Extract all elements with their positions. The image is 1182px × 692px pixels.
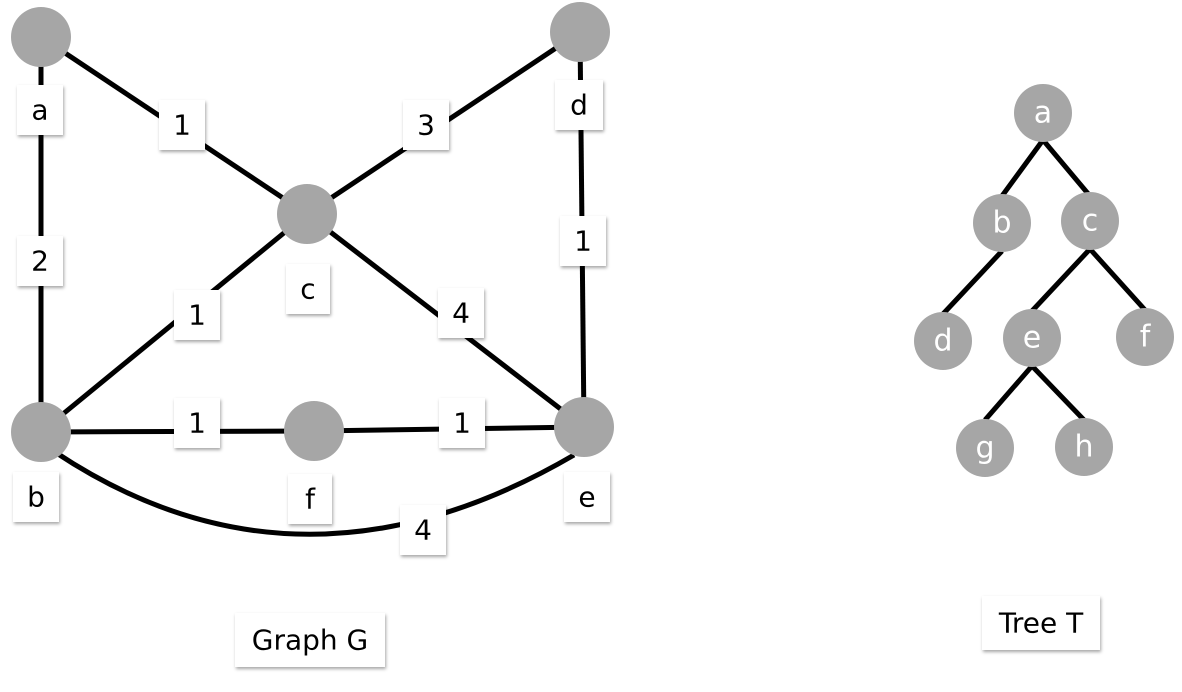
graph-node-f [284, 401, 344, 461]
node-label-c-text: c [300, 273, 315, 306]
tree-node-e: e [1003, 309, 1061, 367]
tree-node-h-label: h [1074, 430, 1093, 465]
node-label-e-text: e [578, 481, 595, 514]
tree-edge-a-b [999, 138, 1046, 198]
tree-node-a: a [1014, 84, 1072, 142]
tree-edge-a-c [1041, 138, 1092, 198]
tree-node-b-label: b [992, 206, 1011, 241]
tree-caption: Tree T [982, 596, 1100, 650]
graph-edge-b-e [53, 449, 576, 537]
edge-weight-d-e: 1 [560, 216, 606, 266]
graph-node-d [550, 2, 610, 62]
edge-weight-f-e: 1 [439, 398, 485, 448]
tree-edge-c-f [1088, 247, 1147, 312]
edge-weight-b-f-text: 1 [188, 407, 206, 440]
tree-node-d-label: d [933, 324, 952, 359]
node-label-d-text: d [570, 89, 588, 122]
tree-node-c: c [1061, 192, 1119, 250]
tree-edge-e-h [1030, 364, 1086, 422]
graph-node-e [554, 397, 614, 457]
tree-node-a-label: a [1034, 96, 1052, 131]
node-label-a: a [17, 85, 63, 135]
edge-weight-b-e-text: 4 [414, 514, 432, 547]
edge-weight-d-e-text: 1 [574, 225, 592, 258]
graph-g: 2 1 3 1 1 4 1 1 [11, 2, 614, 667]
node-label-e: e [564, 472, 610, 522]
graph-caption: Graph G [235, 613, 385, 667]
tree-node-c-label: c [1082, 204, 1099, 239]
node-label-a-text: a [31, 94, 48, 127]
tree-caption-text: Tree T [998, 607, 1084, 640]
tree-node-e-label: e [1023, 321, 1041, 356]
tree-node-d: d [914, 312, 972, 370]
node-label-c: c [286, 264, 330, 314]
graph-node-c [277, 184, 337, 244]
tree-t: a b c d e f g h [914, 84, 1174, 650]
edge-weight-b-f: 1 [174, 398, 220, 448]
graph-node-a [11, 7, 71, 67]
tree-node-g: g [956, 419, 1014, 477]
edge-weight-a-c-text: 1 [173, 109, 191, 142]
tree-edge-b-d [941, 249, 1004, 316]
tree-edge-e-g [983, 364, 1034, 422]
edge-weight-c-b: 1 [174, 290, 220, 340]
tree-node-f-label: f [1140, 320, 1152, 355]
tree-node-f: f [1116, 308, 1174, 366]
graph-caption-text: Graph G [252, 624, 368, 657]
edge-weight-c-e-text: 4 [452, 297, 470, 330]
node-label-b: b [13, 472, 59, 522]
edge-weight-a-c: 1 [159, 100, 205, 150]
edge-weight-d-c-text: 3 [417, 109, 435, 142]
tree-node-h: h [1055, 418, 1113, 476]
edge-weight-c-e: 4 [438, 288, 484, 338]
tree-node-g-label: g [975, 431, 994, 466]
node-label-b-text: b [27, 481, 45, 514]
edge-weight-d-c: 3 [403, 100, 449, 150]
edge-weight-f-e-text: 1 [453, 407, 471, 440]
node-label-f-text: f [305, 483, 316, 516]
graph-node-b [11, 402, 71, 462]
node-label-d: d [555, 80, 603, 130]
tree-edge-c-e [1030, 247, 1092, 313]
edge-weight-b-e: 4 [400, 505, 446, 555]
edge-weight-a-b-text: 2 [31, 245, 49, 278]
tree-node-b: b [973, 194, 1031, 252]
node-label-f: f [288, 474, 332, 524]
edge-weight-c-b-text: 1 [188, 299, 206, 332]
edge-weight-a-b: 2 [17, 236, 63, 286]
